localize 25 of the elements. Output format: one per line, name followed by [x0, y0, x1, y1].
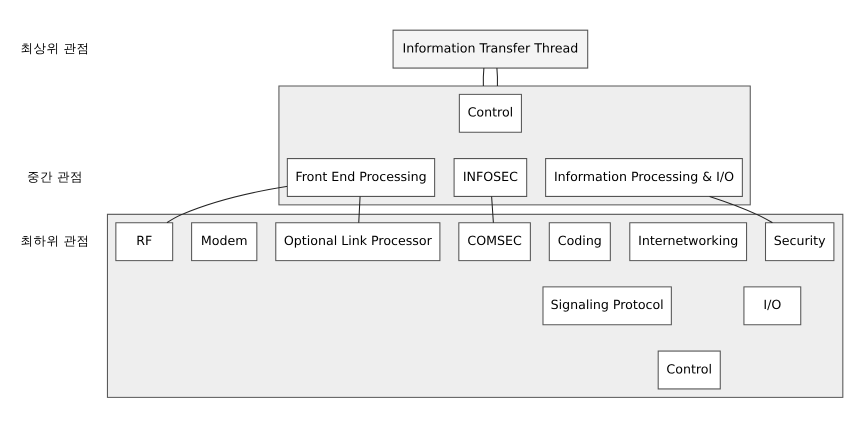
node-box: Control: [458, 94, 522, 133]
connector: [491, 196, 494, 223]
node-box: Coding: [548, 222, 611, 262]
connector: [358, 196, 361, 223]
node-box: Security: [764, 222, 834, 262]
node-box: Front End Processing: [286, 158, 436, 197]
connector: [166, 186, 288, 224]
node-box: Information Transfer Thread: [392, 30, 588, 69]
connector: [482, 68, 484, 86]
label: 중간 관점: [26, 168, 83, 184]
cluster: [106, 214, 844, 398]
node-box: Modem: [191, 222, 258, 262]
node-box: INFOSEC: [454, 158, 528, 197]
cluster: [278, 85, 751, 206]
node-box: Information Processing & I/O: [545, 158, 743, 197]
label: 최하위 관점: [20, 232, 90, 248]
node-box: Internetworking: [629, 222, 748, 262]
node-box: COMSEC: [458, 222, 531, 262]
connector: [496, 68, 498, 86]
node-box: Control: [658, 350, 721, 390]
node-box: RF: [115, 222, 174, 262]
node-box: I/O: [743, 286, 802, 326]
node-box: Optional Link Processor: [275, 222, 440, 262]
label: 최상위 관점: [20, 40, 90, 56]
node-box: Signaling Protocol: [542, 286, 672, 326]
